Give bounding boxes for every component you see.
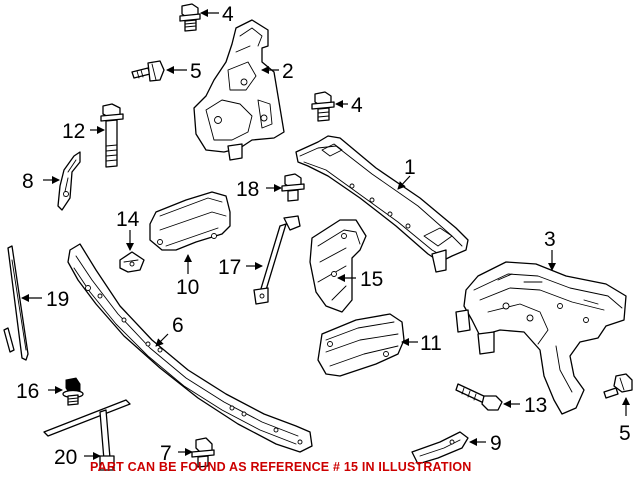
part-8-small-bracket — [57, 151, 81, 211]
part-19-seal-strip — [3, 245, 29, 361]
callout-10: 10 — [176, 276, 199, 299]
part-12-long-bolt — [100, 103, 124, 168]
callout-7: 7 — [160, 442, 172, 465]
part-5-screw-right — [603, 373, 633, 399]
part-17-rod — [253, 215, 301, 305]
callout-1: 1 — [404, 156, 416, 179]
part-2-bracket — [193, 19, 285, 161]
callout-20: 20 — [54, 446, 77, 469]
callout-12: 12 — [62, 120, 85, 143]
leader-6 — [155, 333, 169, 347]
callout-6: 6 — [172, 314, 184, 337]
callout-15: 15 — [360, 268, 383, 291]
reference-notice: PART CAN BE FOUND AS REFERENCE # 15 IN I… — [90, 460, 472, 474]
callout-9: 9 — [490, 432, 502, 455]
callout-13: 13 — [524, 394, 547, 417]
callout-19: 19 — [46, 288, 69, 311]
part-20-t-bracket — [43, 399, 131, 471]
part-7-bolt — [191, 437, 215, 468]
callout-2: 2 — [282, 60, 294, 83]
part-9-small-bracket — [411, 431, 469, 465]
part-1-cross-member — [295, 135, 469, 273]
callout-16: 16 — [16, 380, 39, 403]
callout-14: 14 — [116, 208, 140, 231]
callout-4-middle: 4 — [351, 94, 363, 117]
part-16-bolt-washer — [62, 377, 84, 406]
part-18-bolt — [281, 173, 305, 202]
part-6-bumper-reinforcement — [67, 243, 313, 453]
part-4-bolt-top — [179, 3, 201, 32]
part-3-side-panel — [455, 261, 627, 415]
part-4-bolt-middle — [311, 91, 335, 122]
callout-8: 8 — [22, 170, 34, 193]
part-5-screw-left — [131, 60, 165, 82]
part-13-bolt — [455, 383, 503, 411]
callout-11: 11 — [420, 332, 442, 355]
callout-4-top: 4 — [222, 3, 234, 26]
callout-3: 3 — [544, 228, 556, 251]
part-15-bracket — [309, 219, 367, 313]
part-11-bracket — [317, 313, 405, 377]
callout-5-left: 5 — [190, 60, 202, 83]
callout-5-right: 5 — [619, 422, 631, 445]
part-10-bracket — [149, 191, 231, 251]
callout-18: 18 — [236, 178, 259, 201]
leader-1 — [397, 175, 411, 190]
callout-17: 17 — [218, 256, 241, 279]
part-14-clip — [119, 251, 145, 273]
